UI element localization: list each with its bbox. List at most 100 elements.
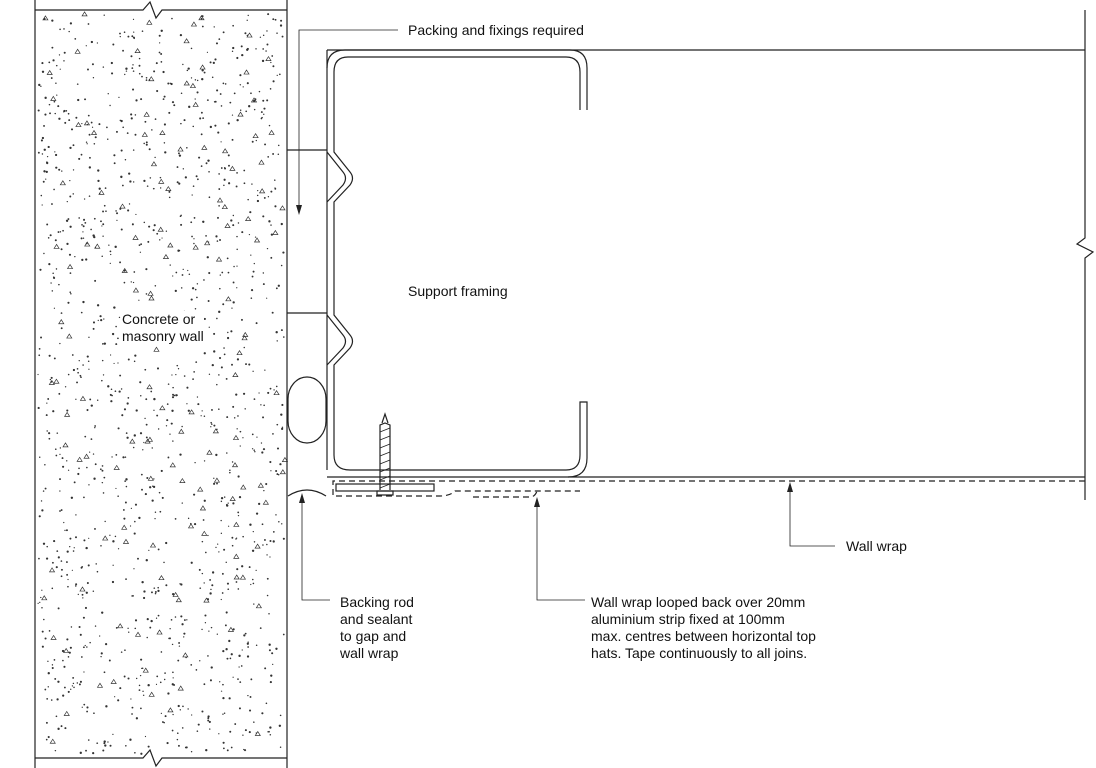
speckle-mark [95,563,97,565]
speckle-mark [187,708,189,710]
speckle-mark [165,425,168,427]
speckle-mark [67,690,70,693]
speckle-mark [146,384,153,390]
speckle-mark [146,436,154,442]
speckle-mark [263,107,266,110]
speckle-mark [229,469,231,471]
speckle-mark [125,67,128,70]
speckle-mark [152,229,155,232]
speckle-mark [83,218,86,221]
speckle-mark [196,283,199,285]
speckle-mark [48,61,51,64]
speckle-mark [251,448,254,450]
speckle-mark [207,241,210,243]
speckle-mark [72,682,75,685]
speckle-mark [88,195,91,197]
speckle-mark [259,188,266,194]
speckle-mark [75,398,77,400]
speckle-mark [227,588,230,591]
speckle-mark [46,69,53,75]
speckle-mark [220,500,223,503]
speckle-mark [268,124,271,127]
speckle-mark [201,540,204,543]
speckle-mark [246,655,250,658]
speckle-mark [266,247,269,250]
speckle-mark [263,404,265,407]
speckle-mark [84,221,87,224]
speckle-mark [38,515,41,518]
speckle-mark [270,190,273,193]
speckle-mark [227,331,229,334]
speckle-mark [37,373,39,376]
speckle-mark [275,331,278,334]
speckle-mark [252,99,256,103]
speckle-mark [223,712,226,714]
speckle-mark [218,374,220,376]
speckle-mark [215,256,223,262]
speckle-mark [67,656,70,658]
speckle-mark [59,447,62,449]
speckle-mark [82,646,85,649]
speckle-mark [242,535,244,538]
speckle-mark [123,31,126,34]
speckle-mark [127,627,129,629]
speckle-mark [81,706,83,708]
speckle-mark [125,578,127,580]
speckle-mark [262,448,266,451]
speckle-mark [66,550,69,553]
speckle-mark [97,319,99,322]
speckle-mark [207,655,209,657]
speckle-mark [164,672,166,674]
speckle-mark [246,32,253,38]
speckle-mark [40,596,42,599]
speckle-mark [134,114,137,116]
speckle-mark [163,721,165,724]
speckle-mark [198,568,201,571]
speckle-mark [252,530,254,533]
speckle-mark [65,110,68,112]
speckle-mark [254,450,256,453]
speckle-mark [135,99,138,102]
speckle-mark [194,288,197,291]
speckle-mark [272,663,274,665]
speckle-mark [205,749,208,752]
speckle-mark [118,390,121,393]
speckle-mark [146,476,149,480]
speckle-mark [191,287,195,290]
speckle-mark [248,709,252,712]
speckle-mark [83,198,86,200]
speckle-mark [88,537,90,539]
speckle-mark [279,746,282,749]
speckle-mark [46,402,48,404]
speckle-mark [180,287,183,289]
speckle-mark [191,714,193,716]
speckle-mark [110,388,113,390]
speckle-mark [232,502,235,505]
speckle-mark [132,149,135,151]
speckle-mark [142,690,144,693]
speckle-mark [242,734,244,736]
speckle-mark [96,304,100,307]
speckle-mark [47,145,50,149]
speckle-mark [171,683,174,686]
speckle-mark [249,696,252,698]
speckle-mark [122,509,125,511]
speckle-mark [86,582,89,585]
speckle-mark [60,560,63,562]
speckle-mark [41,595,48,601]
speckle-mark [222,31,225,34]
speckle-mark [222,713,224,715]
speckle-mark [108,244,110,246]
speckle-mark [115,487,117,490]
speckle-mark [75,514,77,516]
speckle-mark [138,72,141,75]
speckle-mark [40,500,43,502]
speckle-mark [72,193,75,195]
speckle-mark [218,38,221,41]
speckle-mark [101,255,103,257]
speckle-mark [114,245,117,249]
speckle-mark [41,606,43,609]
speckle-mark [141,488,143,491]
speckle-mark [127,209,130,212]
speckle-mark [248,233,251,236]
